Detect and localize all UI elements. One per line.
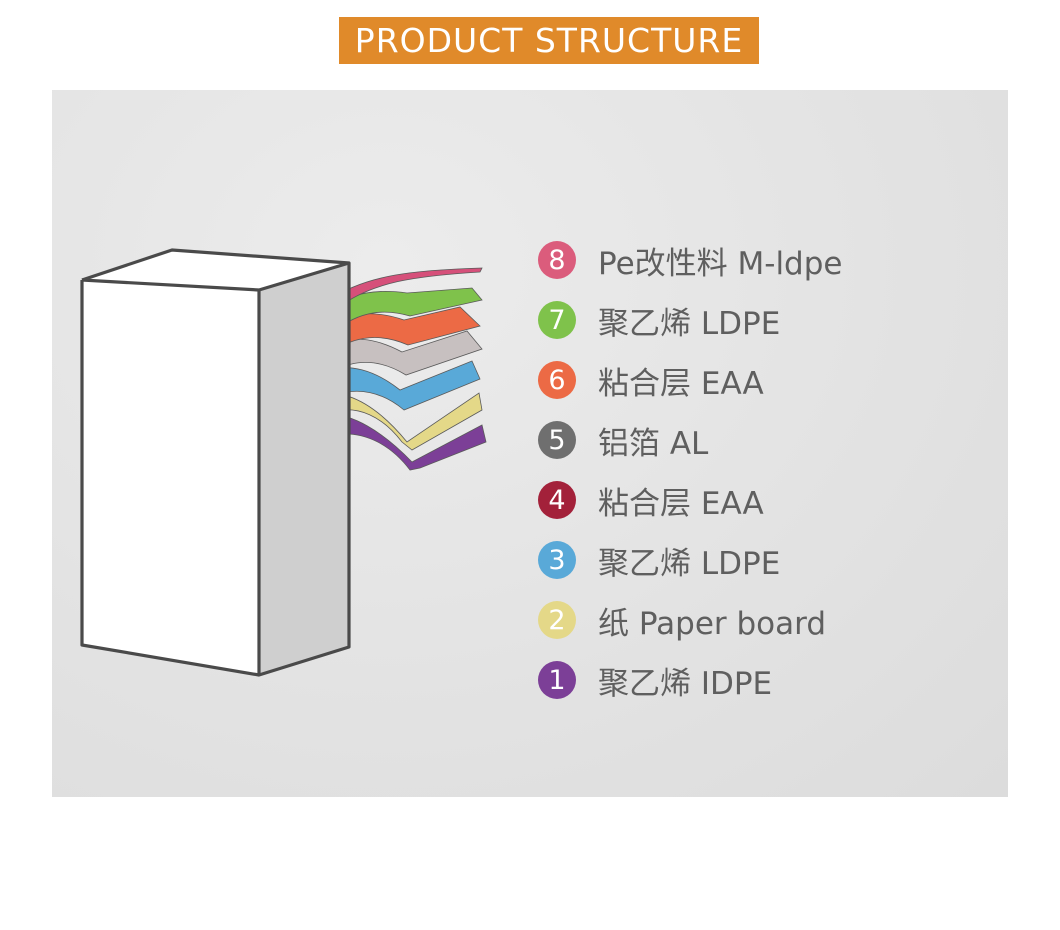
legend-item-7: 7 聚乙烯 LDPE <box>538 300 781 342</box>
badge-7: 7 <box>538 301 576 339</box>
badge-4: 4 <box>538 481 576 519</box>
legend-item-8: 8 Pe改性料 M-ldpe <box>538 240 843 282</box>
layer-label-5: 铝箔 AL <box>598 425 709 462</box>
diagram-panel: 8 Pe改性料 M-ldpe 7 聚乙烯 LDPE 6 粘合层 EAA 5 铝箔… <box>52 90 1008 797</box>
carton-side-face <box>259 263 349 675</box>
layer-label-8: Pe改性料 M-ldpe <box>598 245 843 282</box>
legend-item-2: 2 纸 Paper board <box>538 600 827 642</box>
layer-label-7: 聚乙烯 LDPE <box>598 305 781 342</box>
badge-3: 3 <box>538 541 576 579</box>
carton-diagram <box>80 248 487 677</box>
legend-item-5: 5 铝箔 AL <box>538 420 709 462</box>
page-title: PRODUCT STRUCTURE <box>354 21 744 60</box>
carton-outline <box>80 248 351 677</box>
layer-label-6: 粘合层 EAA <box>598 365 764 402</box>
layer-label-4: 粘合层 EAA <box>598 485 764 522</box>
legend-item-6: 6 粘合层 EAA <box>538 360 764 402</box>
carton-top-face <box>82 250 349 290</box>
badge-2: 2 <box>538 601 576 639</box>
legend-item-3: 3 聚乙烯 LDPE <box>538 540 781 582</box>
badge-6: 6 <box>538 361 576 399</box>
layer-label-2: 纸 Paper board <box>598 605 827 642</box>
badge-1: 1 <box>538 661 576 699</box>
title-banner: PRODUCT STRUCTURE <box>339 17 759 64</box>
layer-label-3: 聚乙烯 LDPE <box>598 545 781 582</box>
badge-8: 8 <box>538 241 576 279</box>
legend-item-1: 1 聚乙烯 IDPE <box>538 660 773 702</box>
layer-label-1: 聚乙烯 IDPE <box>598 665 773 702</box>
badge-5: 5 <box>538 421 576 459</box>
legend-item-4: 4 粘合层 EAA <box>538 480 764 522</box>
carton-front-face <box>82 280 259 675</box>
